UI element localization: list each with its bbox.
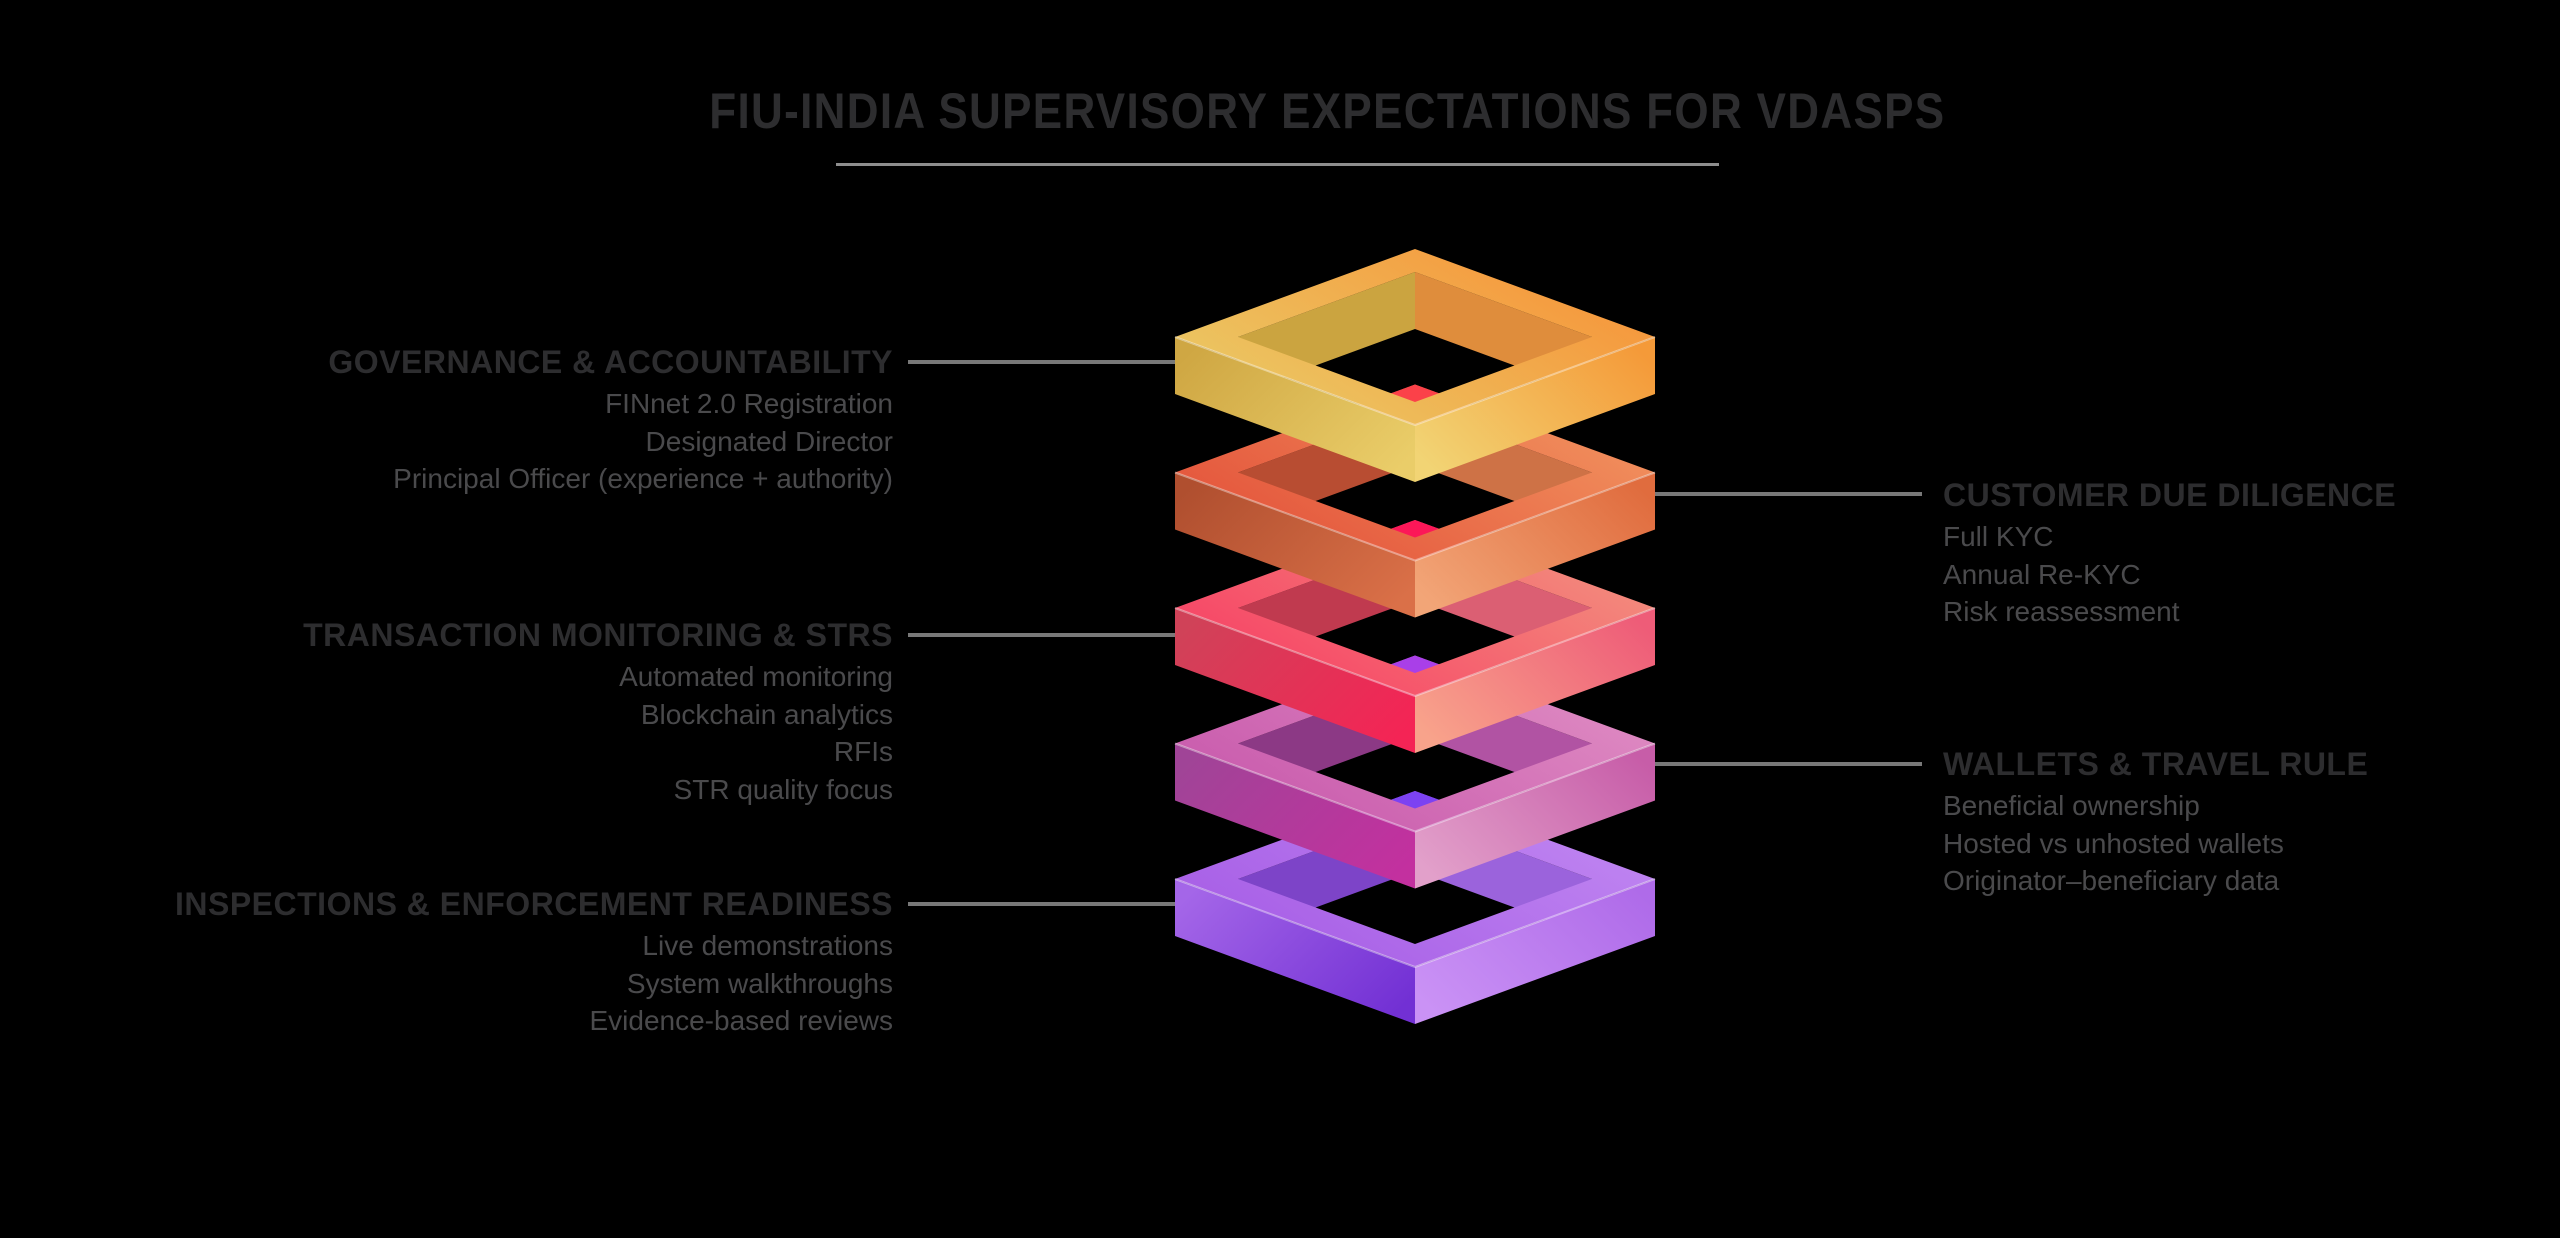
detail-item: Live demonstrations [642,930,893,961]
connector-line-monitoring [908,633,1178,637]
detail-item: Designated Director [645,425,893,457]
detail-item: Originator–beneficiary data [1943,865,2280,896]
ring-edge-highlight [1174,471,1656,562]
section-transaction-monitoring: TRANSACTION MONITORING & STRS Automated … [303,619,893,808]
ring-front-right-face [1415,472,1655,618]
section-heading: WALLETS & TRAVEL RULE [1943,746,2369,782]
section-heading: CUSTOMER DUE DILIGENCE [1943,477,2397,513]
detail-item: Risk reassessment [1943,596,2180,627]
title-underline [836,163,1719,166]
ring-edge-highlight [1174,607,1656,698]
section-heading: TRANSACTION MONITORING & STRS [303,617,893,653]
detail-item: STR quality focus [673,773,893,805]
section-inspections-enforcement: INSPECTIONS & ENFORCEMENT READINESS Live… [175,888,893,1040]
ring-front-left-face [1175,879,1415,1024]
section-items: Full KYC Annual Re-KYC Risk reassessment [1943,518,2396,631]
connector-line-governance [908,360,1178,364]
section-wallets-travel-rule: WALLETS & TRAVEL RULE Beneficial ownersh… [1943,748,2368,900]
detail-item: Evidence-based reviews [589,1005,894,1036]
ring-edge-highlight [1174,742,1656,833]
stack-ring-1-governance-accountability [1174,249,1656,482]
ring-front-left-face [1175,472,1415,618]
detail-item: Full KYC [1943,521,2054,552]
detail-item: Principal Officer (experience + authorit… [393,463,893,494]
connector-line-cdd [1652,492,1922,496]
layer-stack [1174,249,1656,1024]
detail-item: System walkthroughs [626,967,893,999]
section-governance-accountability: GOVERNANCE & ACCOUNTABILITY FINnet 2.0 R… [328,346,893,498]
ring-front-left-face [1175,608,1415,753]
section-heading: GOVERNANCE & ACCOUNTABILITY [328,344,893,380]
detail-item: RFIs [833,736,893,767]
ring-front-left-face [1175,743,1415,889]
ring-front-right-face [1415,608,1655,753]
ring-front-right-face [1415,743,1655,889]
ring-front-right-face [1415,879,1655,1024]
page-title: FIU-INDIA SUPERVISORY EXPECTATIONS FOR V… [708,83,1946,139]
detail-item: Automated monitoring [619,661,893,692]
detail-item: Beneficial ownership [1943,790,2200,821]
detail-item: Hosted vs unhosted wallets [1943,827,2284,859]
detail-item: Blockchain analytics [640,698,893,730]
ring-edge-highlight [1174,878,1656,969]
detail-item: FINnet 2.0 Registration [605,388,893,419]
ring-edge-highlight [1174,336,1656,427]
section-customer-due-diligence: CUSTOMER DUE DILIGENCE Full KYC Annual Re… [1943,479,2396,631]
ring-front-right-face [1415,337,1655,482]
connector-line-inspections [908,902,1178,906]
connector-line-wallets [1652,762,1922,766]
detail-item: Annual Re-KYC [1943,558,2141,590]
title-block: FIU-INDIA SUPERVISORY EXPECTATIONS FOR V… [94,82,2560,140]
ring-front-left-face [1175,337,1415,482]
section-heading: INSPECTIONS & ENFORCEMENT READINESS [174,886,893,922]
